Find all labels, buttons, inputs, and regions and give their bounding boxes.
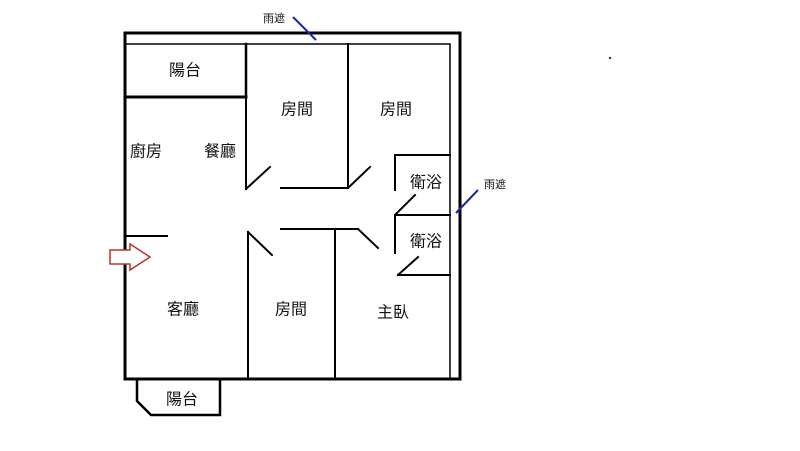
door-swing xyxy=(244,165,272,191)
bedroom-2-walls xyxy=(346,43,372,190)
awning-top-pointer xyxy=(292,16,317,41)
stray-dot xyxy=(608,56,612,60)
door-swing xyxy=(346,165,372,190)
bathroom-walls xyxy=(394,154,451,277)
label-bathroom-1: 衛浴 xyxy=(410,173,442,192)
label-dining: 餐廳 xyxy=(204,142,236,161)
label-master-bedroom: 主臥 xyxy=(377,303,409,322)
right-arrow-icon xyxy=(109,242,152,272)
label-balcony-bottom: 陽台 xyxy=(166,390,198,409)
label-awning-right: 雨遮 xyxy=(484,177,506,191)
door-swing xyxy=(356,227,380,250)
label-bedroom-3: 房間 xyxy=(275,300,307,319)
label-living: 客廳 xyxy=(167,300,199,319)
inner-walls xyxy=(124,227,380,380)
bedroom-1-walls xyxy=(244,96,349,191)
label-awning-top: 雨遮 xyxy=(263,11,285,25)
balcony-bottom-walls xyxy=(135,377,222,417)
outer-walls xyxy=(123,31,462,381)
door-swing xyxy=(246,230,274,257)
label-bedroom-1: 房間 xyxy=(281,100,313,119)
label-bathroom-2: 衛浴 xyxy=(410,232,442,251)
label-bedroom-2: 房間 xyxy=(380,100,412,119)
balcony-top-walls xyxy=(123,42,248,99)
door-swing xyxy=(396,255,420,277)
label-kitchen: 廚房 xyxy=(130,142,162,161)
awning-right-pointer xyxy=(455,189,479,214)
label-balcony-top: 陽台 xyxy=(169,61,201,80)
door-swing xyxy=(394,193,417,216)
